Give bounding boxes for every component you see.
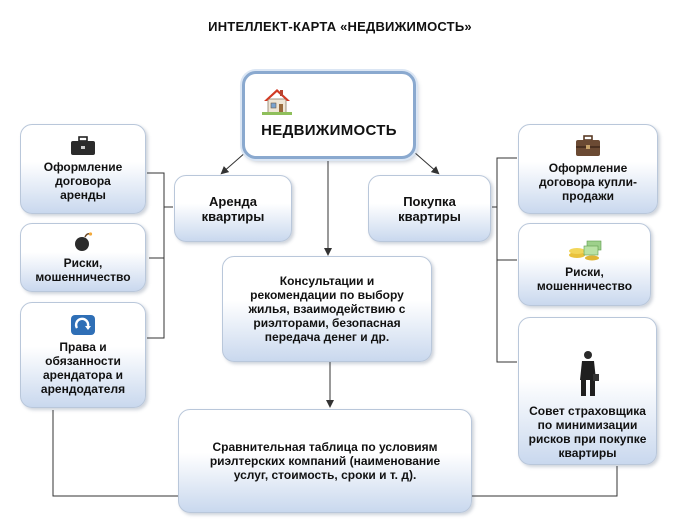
left-item-contract-label: Оформление договора аренды bbox=[43, 160, 123, 202]
left-item-contract[interactable]: Оформление договора аренды bbox=[20, 124, 146, 214]
right-item-insurer-label: Совет страховщика по минимизации рисков … bbox=[528, 404, 647, 460]
left-item-risks-label: Риски, мошенничество bbox=[35, 255, 131, 284]
purchase-label: Покупка квартиры bbox=[398, 193, 461, 224]
briefcase-icon bbox=[71, 136, 95, 155]
rent-node[interactable]: Аренда квартиры bbox=[174, 175, 292, 242]
left-item-rights-label: Права и обязанности арендатора и арендод… bbox=[40, 340, 126, 396]
right-item-risks[interactable]: Риски, мошенничество bbox=[518, 223, 651, 306]
right-item-contract[interactable]: Оформление договора купли-продажи bbox=[518, 124, 658, 214]
rent-label: Аренда квартиры bbox=[201, 193, 265, 224]
diagram-title: ИНТЕЛЛЕКТ-КАРТА «НЕДВИЖИМОСТЬ» bbox=[208, 19, 472, 34]
consult-label: Консультации и рекомендации по выбору жи… bbox=[248, 274, 406, 344]
house-icon bbox=[262, 89, 292, 115]
arrow-to-purchase bbox=[413, 151, 440, 175]
comparison-table-label: Сравнительная таблица по условиям риэлте… bbox=[209, 440, 441, 482]
central-node-label: НЕДВИЖИМОСТЬ bbox=[261, 122, 397, 139]
left-item-rights[interactable]: Права и обязанности арендатора и арендод… bbox=[20, 302, 146, 408]
left-bracket bbox=[147, 172, 165, 339]
left-item-risks[interactable]: Риски, мошенничество bbox=[20, 223, 146, 292]
left-bottom-line bbox=[52, 410, 180, 497]
right-item-risks-label: Риски, мошенничество bbox=[536, 264, 633, 293]
businessman-icon bbox=[579, 351, 599, 396]
comparison-table-node[interactable]: Сравнительная таблица по условиям риэлте… bbox=[178, 409, 472, 513]
arrow-to-rent bbox=[220, 151, 247, 175]
right-item-insurer[interactable]: Совет страховщика по минимизации рисков … bbox=[518, 317, 657, 465]
coins-icon bbox=[568, 240, 601, 260]
briefcase-icon bbox=[576, 135, 600, 156]
consult-node[interactable]: Консультации и рекомендации по выбору жи… bbox=[222, 256, 432, 362]
right-bottom-line bbox=[470, 466, 618, 497]
refresh-arrow-icon bbox=[71, 315, 95, 335]
central-node[interactable]: НЕДВИЖИМОСТЬ bbox=[242, 71, 416, 159]
bomb-icon bbox=[75, 231, 93, 251]
right-item-contract-label: Оформление договора купли-продажи bbox=[539, 161, 637, 203]
purchase-node[interactable]: Покупка квартиры bbox=[368, 175, 491, 242]
